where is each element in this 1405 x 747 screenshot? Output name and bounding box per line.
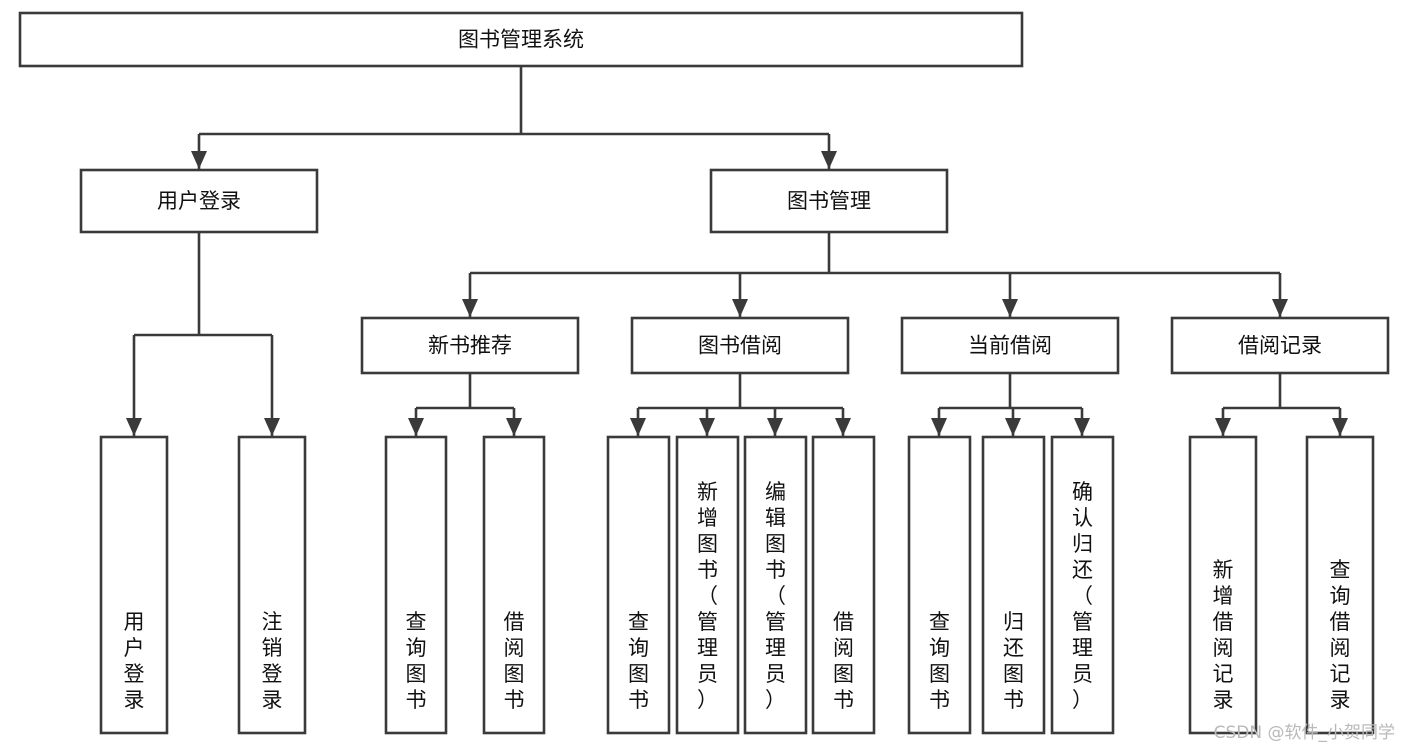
node-leaf-logout-label: 注销登录 (262, 610, 283, 712)
node-leaf-borrow-book-1[interactable]: 借阅图书 (482, 435, 546, 735)
node-root-box[interactable] (18, 11, 1024, 68)
node-current-borrow-label: 当前借阅 (968, 334, 1052, 358)
connector-arrow-icon (462, 299, 478, 317)
csdn-watermark: CSDN @软件_小贺同学 (1213, 723, 1395, 743)
node-new-book-recommend[interactable]: 新书推荐 (360, 316, 580, 375)
connector-arrow-icon (126, 418, 142, 436)
connector-arrow-icon (408, 418, 424, 436)
node-root-label: 图书管理系统 (458, 28, 584, 52)
node-leaf-return-book-label: 归还图书 (1003, 610, 1024, 712)
node-leaf-add-book[interactable]: 新增图书（管理员） (675, 435, 740, 735)
node-leaf-borrow-book-2[interactable]: 借阅图书 (811, 435, 876, 735)
node-leaf-borrow-book-2-box[interactable] (811, 435, 876, 735)
node-leaf-confirm-return-label: 确认归还（管理员） (1072, 480, 1093, 712)
node-leaf-query-record[interactable]: 查询借阅记录 (1305, 435, 1375, 735)
node-leaf-user-login-box[interactable] (99, 435, 169, 735)
node-leaf-return-book[interactable]: 归还图书 (981, 435, 1046, 735)
node-leaf-edit-book[interactable]: 编辑图书（管理员） (743, 435, 808, 735)
node-layer: 图书管理系统用户登录图书管理新书推荐图书借阅当前借阅借阅记录用户登录注销登录查询… (18, 11, 1390, 735)
node-leaf-edit-book-label: 编辑图书（管理员） (765, 480, 786, 712)
node-leaf-query-book-3[interactable]: 查询图书 (907, 435, 972, 735)
node-user-login-label: 用户登录 (157, 189, 241, 213)
node-new-book-recommend-box[interactable] (360, 316, 580, 375)
node-borrow-record-label: 借阅记录 (1238, 334, 1322, 358)
node-new-book-recommend-label: 新书推荐 (428, 334, 512, 358)
node-leaf-query-book-1[interactable]: 查询图书 (384, 435, 448, 735)
node-leaf-query-book-2[interactable]: 查询图书 (606, 435, 671, 735)
node-book-manage[interactable]: 图书管理 (709, 168, 949, 234)
node-leaf-add-record-box[interactable] (1188, 435, 1258, 735)
connector-arrow-icon (835, 418, 851, 436)
node-book-borrow-box[interactable] (630, 316, 850, 375)
node-leaf-borrow-book-2-label: 借阅图书 (833, 610, 854, 712)
connector-arrow-icon (699, 418, 715, 436)
node-leaf-add-record[interactable]: 新增借阅记录 (1188, 435, 1258, 735)
node-book-manage-box[interactable] (709, 168, 949, 234)
node-leaf-borrow-book-1-box[interactable] (482, 435, 546, 735)
node-leaf-return-book-box[interactable] (981, 435, 1046, 735)
connector-arrow-icon (1005, 418, 1021, 436)
node-book-borrow-label: 图书借阅 (698, 334, 782, 358)
node-leaf-query-book-2-box[interactable] (606, 435, 671, 735)
connector-arrow-icon (732, 299, 748, 317)
node-leaf-query-book-1-label: 查询图书 (406, 610, 427, 712)
connector-arrow-icon (767, 418, 783, 436)
connector-arrow-icon (191, 151, 207, 169)
connector-arrow-icon (1332, 418, 1348, 436)
connector-arrow-icon (630, 418, 646, 436)
node-user-login-box[interactable] (79, 168, 319, 234)
connector-arrow-icon (931, 418, 947, 436)
node-leaf-query-book-1-box[interactable] (384, 435, 448, 735)
connector-arrow-icon (1002, 299, 1018, 317)
node-book-manage-label: 图书管理 (787, 189, 871, 213)
node-current-borrow[interactable]: 当前借阅 (900, 316, 1120, 375)
node-leaf-user-login[interactable]: 用户登录 (99, 435, 169, 735)
node-borrow-record-box[interactable] (1170, 316, 1390, 375)
connector-arrow-icon (264, 418, 280, 436)
node-leaf-user-login-label: 用户登录 (124, 610, 145, 712)
node-book-borrow[interactable]: 图书借阅 (630, 316, 850, 375)
node-leaf-query-record-box[interactable] (1305, 435, 1375, 735)
node-leaf-add-book-label: 新增图书（管理员） (697, 480, 718, 712)
node-leaf-edit-book-box[interactable] (743, 435, 808, 735)
connector-arrow-icon (1215, 418, 1231, 436)
node-leaf-query-book-3-box[interactable] (907, 435, 972, 735)
node-borrow-record[interactable]: 借阅记录 (1170, 316, 1390, 375)
connector-layer (126, 66, 1348, 436)
node-leaf-logout[interactable]: 注销登录 (237, 435, 307, 735)
node-leaf-confirm-return-box[interactable] (1050, 435, 1115, 735)
node-leaf-query-book-3-label: 查询图书 (929, 610, 950, 712)
node-leaf-borrow-book-1-label: 借阅图书 (504, 610, 525, 712)
node-leaf-add-record-label: 新增借阅记录 (1213, 558, 1234, 712)
node-current-borrow-box[interactable] (900, 316, 1120, 375)
node-leaf-logout-box[interactable] (237, 435, 307, 735)
connector-arrow-icon (821, 151, 837, 169)
node-root[interactable]: 图书管理系统 (18, 11, 1024, 68)
connector-arrow-icon (1074, 418, 1090, 436)
node-leaf-confirm-return[interactable]: 确认归还（管理员） (1050, 435, 1115, 735)
node-leaf-query-record-label: 查询借阅记录 (1330, 558, 1351, 712)
connector-arrow-icon (506, 418, 522, 436)
node-leaf-query-book-2-label: 查询图书 (628, 610, 649, 712)
node-user-login[interactable]: 用户登录 (79, 168, 319, 234)
connector-arrow-icon (1272, 299, 1288, 317)
node-leaf-add-book-box[interactable] (675, 435, 740, 735)
